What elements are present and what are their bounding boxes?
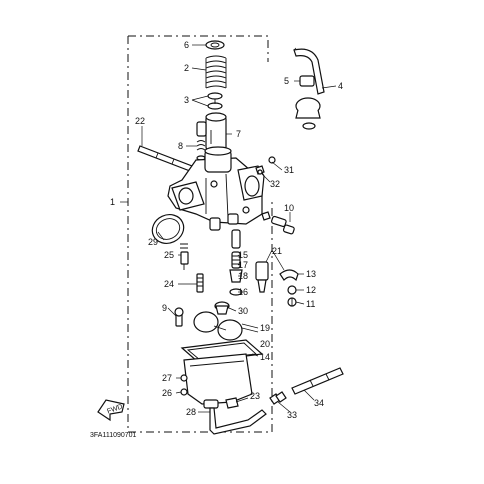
part-18-jet-holder: [229, 269, 243, 283]
callout-6: 6: [184, 40, 189, 50]
part-27-screw: [180, 374, 188, 382]
callout-3: 3: [184, 95, 189, 105]
callout-9: 9: [162, 303, 167, 313]
part-15-needle-jet: [231, 229, 241, 249]
part-25-small-screw-set: [180, 243, 189, 270]
part-32-screw: [255, 165, 265, 175]
fwd-arrow-icon: FWD: [97, 399, 125, 422]
part-1-carburetor-body: [167, 146, 265, 231]
part-30-valve-seat: [214, 301, 230, 315]
part-23-drain-fitting: [225, 397, 239, 409]
part-21-starter-plunger: [255, 261, 269, 293]
part-9-screw: [174, 307, 184, 327]
part-8-pilot-screw-set: [196, 121, 207, 161]
callout-1: 1: [110, 197, 115, 207]
callout-27: 27: [162, 373, 172, 383]
callout-7: 7: [236, 129, 241, 139]
callout-33: 33: [287, 410, 297, 420]
callout-29: 29: [148, 237, 158, 247]
callout-31: 31: [284, 165, 294, 175]
callout-22: 22: [135, 116, 145, 126]
callout-15: 15: [238, 250, 248, 260]
callout-12: 12: [306, 285, 316, 295]
callout-2: 2: [184, 63, 189, 73]
callout-5: 5: [284, 76, 289, 86]
part-3-clip-set: [207, 92, 223, 110]
part-34-hose: [291, 367, 344, 395]
part-28-drain-hose: [209, 407, 267, 435]
part-13-fitting: [279, 269, 299, 282]
callout-18: 18: [238, 271, 248, 281]
callout-16: 16: [238, 287, 248, 297]
callout-23: 23: [250, 391, 260, 401]
part-31-screw: [268, 156, 276, 164]
leader-lines: [141, 44, 337, 413]
part-24-pilot-jet: [196, 273, 204, 293]
part-5-cap: [299, 75, 315, 87]
callout-19: 19: [260, 323, 270, 333]
callout-11: 11: [306, 299, 315, 309]
callout-21: 21: [272, 246, 282, 256]
callout-26: 26: [162, 388, 172, 398]
callout-34: 34: [314, 398, 324, 408]
part-20-float-pin: [241, 327, 259, 333]
callout-13: 13: [306, 269, 316, 279]
callout-17: 17: [238, 260, 248, 270]
callout-30: 30: [238, 306, 248, 316]
part-12-nut: [287, 285, 297, 295]
part-11-screw: [287, 297, 297, 307]
part-2-spring: [205, 55, 227, 89]
part-4-choke-plunger: [293, 48, 325, 130]
part-7-throttle-valve: [205, 112, 227, 151]
part-19-float: [193, 311, 243, 341]
assembly-frame: [120, 35, 273, 433]
callout-labels: 6 2 3 7 8 22 5 4 31 32 1 10 29 25 15 17 …: [110, 40, 343, 420]
part-10-air-screw-set: [261, 211, 295, 235]
callout-8: 8: [178, 141, 183, 151]
callout-4: 4: [338, 81, 343, 91]
part-22-pipe: [137, 145, 193, 172]
callout-14: 14: [260, 352, 270, 362]
callout-20: 20: [260, 339, 270, 349]
callout-32: 32: [270, 179, 280, 189]
callout-24: 24: [164, 279, 174, 289]
callout-28: 28: [186, 407, 196, 417]
drawing-code: 3FA111090701: [90, 432, 137, 439]
part-float-chamber: [183, 353, 253, 409]
part-26-screw: [180, 388, 188, 396]
callout-10: 10: [284, 203, 294, 213]
part-33-clamp: [269, 391, 287, 405]
part-6-ring: [205, 40, 225, 50]
part-29-o-ring: [151, 214, 185, 244]
callout-25: 25: [164, 250, 174, 260]
